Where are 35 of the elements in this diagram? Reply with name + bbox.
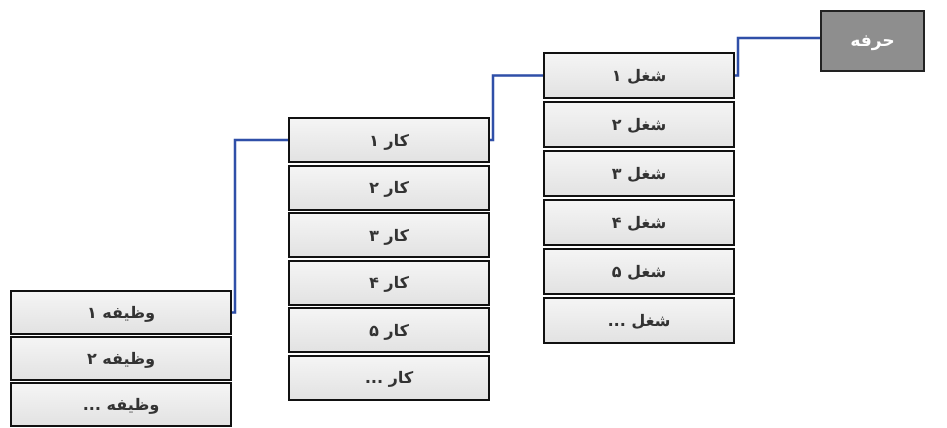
box-label: کار ۲ <box>369 178 409 197</box>
process-box <box>288 212 490 258</box>
box-label: کار ۳ <box>369 226 409 244</box>
box-label: شغل ۵ <box>612 262 666 281</box>
box-label: کار ۵ <box>369 320 409 340</box>
box-label: وظیفه ... <box>82 395 160 414</box>
box-label: شغل ۴ <box>612 213 666 232</box>
box-label: شغل ... <box>608 311 670 330</box>
process-box <box>543 248 735 295</box>
process-box <box>543 297 735 344</box>
process-box <box>288 354 490 400</box>
box-label: وظیفه ۱ <box>86 303 156 322</box>
box-label: شغل ۲ <box>612 115 666 134</box>
process-box <box>10 382 232 427</box>
process-box <box>288 307 490 353</box>
process-box <box>543 52 735 99</box>
box-label: کار ... <box>364 368 414 387</box>
process-box <box>543 101 735 148</box>
box-label: وظیفه ۲ <box>86 349 156 368</box>
process-box <box>820 10 925 72</box>
connector-line <box>490 74 543 142</box>
process-box <box>288 164 490 210</box>
process-box <box>10 336 232 381</box>
process-box <box>288 260 490 306</box>
process-box <box>288 117 490 163</box>
box-label: کار ۱ <box>369 130 409 150</box>
box-label: کار ۴ <box>369 273 409 292</box>
box-label: شغل ۳ <box>612 164 666 183</box>
process-box <box>543 150 735 197</box>
process-box <box>10 290 232 335</box>
box-label: شغل ۱ <box>612 66 666 85</box>
box-label: حرفه <box>850 31 895 51</box>
connector-line <box>232 138 288 314</box>
process-box <box>543 199 735 246</box>
connector-line <box>735 36 820 77</box>
